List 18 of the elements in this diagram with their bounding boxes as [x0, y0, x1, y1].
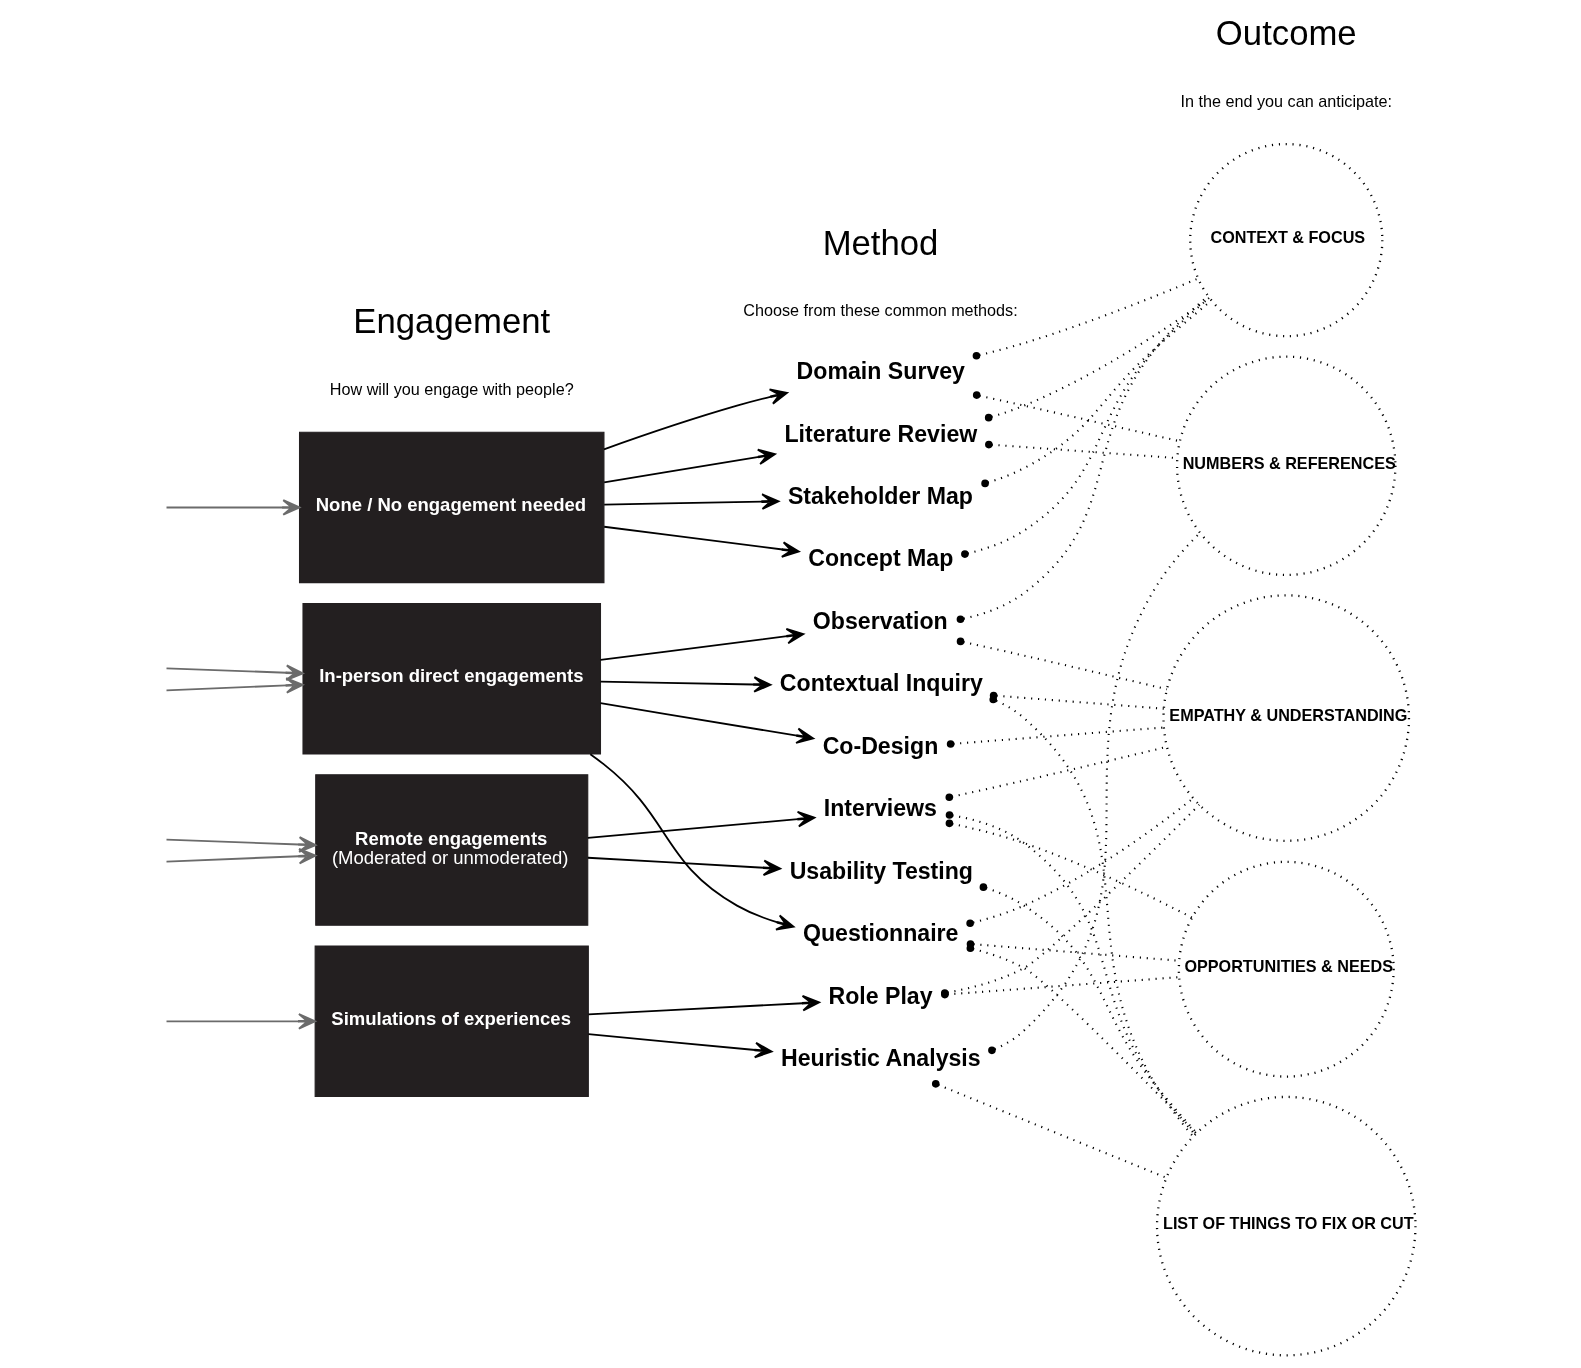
label: Method	[822, 223, 939, 262]
label: Outcome	[1215, 14, 1357, 53]
node-text: Contextual Inquiry	[779, 670, 983, 697]
label: How will you engage with people?	[329, 379, 574, 398]
node-text: Role Play	[828, 982, 933, 1009]
label: Choose from these common methods:	[743, 301, 1018, 320]
node-text: Interviews	[823, 795, 937, 822]
label: Engagement	[353, 302, 551, 341]
node-text: Concept Map	[808, 545, 954, 572]
node-text: Co-Design	[822, 732, 939, 759]
node-text: Questionnaire	[802, 920, 959, 947]
node-text: Domain Survey	[796, 358, 965, 384]
node-text: Usability Testing	[789, 857, 973, 884]
node-text: Heuristic Analysis	[780, 1045, 981, 1072]
node-text: Literature Review	[784, 420, 978, 447]
node-text: Observation	[812, 607, 948, 634]
label: In the end you can anticipate:	[1180, 91, 1392, 110]
node-text: Stakeholder Map	[787, 482, 973, 509]
